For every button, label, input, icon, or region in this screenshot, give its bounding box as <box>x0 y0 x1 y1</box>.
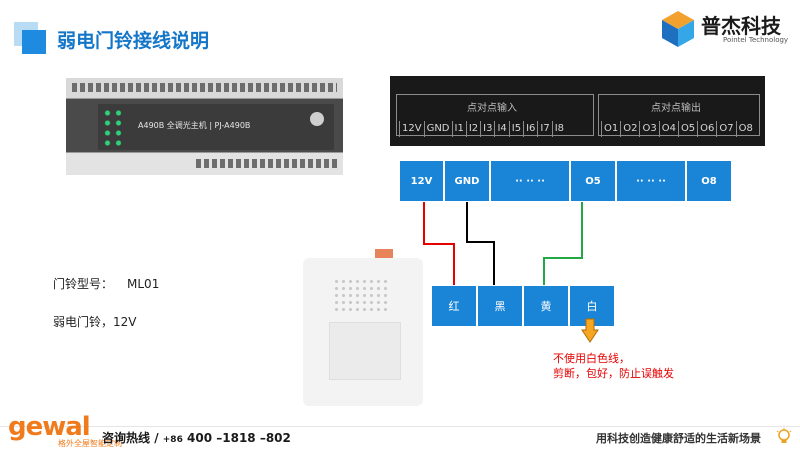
controller-device-image: A490B 全调光主机 | PJ-A490B <box>66 78 343 175</box>
model-label: 门铃型号： <box>53 277 114 291</box>
wire-black-box: 黑 <box>477 285 523 327</box>
brand-name-en: Pointel Technology <box>723 36 789 44</box>
input-header: 点对点输入 <box>467 103 517 114</box>
terminal-pin: O1 <box>601 121 620 137</box>
doorbell-model: 门铃型号： ML01 <box>53 275 159 292</box>
hotline: 咨询热线 / +86 400 –1818 –802 <box>102 431 291 445</box>
terminal-pin: GND <box>423 121 452 137</box>
warning-line-1: 不使用白色线， <box>553 352 630 365</box>
terminal-gnd: GND <box>444 160 490 202</box>
controller-label: A490B 全调光主机 | PJ-A490B <box>138 121 251 130</box>
terminal-ellipsis-2: ·· ·· ·· <box>616 160 686 202</box>
terminal-pin: I7 <box>537 121 551 137</box>
hotline-label: 咨询热线 <box>102 431 151 445</box>
brand-logo: 普杰科技 Pointel Technology <box>657 8 789 52</box>
model-value: ML01 <box>127 277 160 291</box>
terminal-pin: 12V <box>399 121 424 137</box>
wire-red-box: 红 <box>431 285 477 327</box>
arrow-down-icon <box>581 318 599 343</box>
terminal-pin: I6 <box>523 121 537 137</box>
terminal-pin: O6 <box>697 121 716 137</box>
brand-cube-icon <box>662 11 694 47</box>
hotline-prefix: +86 <box>162 435 183 445</box>
warning-line-2: 剪断，包好，防止误触发 <box>553 367 674 380</box>
terminal-12v: 12V <box>399 160 444 202</box>
green-wire <box>543 202 583 285</box>
terminal-pin: I2 <box>465 121 480 137</box>
terminal-pin: I3 <box>480 121 494 137</box>
red-wire <box>423 202 455 285</box>
footer-slogan: 用科技创造健康舒适的生活新场景 <box>596 432 761 445</box>
output-header: 点对点输出 <box>651 103 701 114</box>
doorbell-image <box>303 249 423 406</box>
warning-note: 不使用白色线， 剪断，包好，防止误触发 <box>553 351 674 381</box>
terminal-o5: O5 <box>570 160 616 202</box>
terminal-pin: I4 <box>494 121 508 137</box>
terminal-pin: O5 <box>677 121 697 137</box>
title-icon <box>14 22 46 54</box>
terminal-pin: I8 <box>551 121 566 137</box>
terminal-pin: O3 <box>639 121 658 137</box>
status-leds <box>102 108 124 148</box>
terminal-ellipsis-1: ·· ·· ·· <box>490 160 570 202</box>
doorbell-spec: 弱电门铃，12V <box>53 315 137 329</box>
terminal-pin: O2 <box>620 121 639 137</box>
wire-yellow-box: 黄 <box>523 285 569 327</box>
terminal-o8: O8 <box>686 160 732 202</box>
bulb-icon <box>776 428 792 443</box>
terminal-pin: O8 <box>735 121 755 137</box>
hotline-number: 400 –1818 –802 <box>187 431 291 445</box>
page-title: 弱电门铃接线说明 <box>57 30 210 52</box>
terminal-pin: O7 <box>716 121 735 137</box>
terminal-pin: I1 <box>451 121 466 137</box>
controller-brand-mark <box>310 112 324 126</box>
footer-divider <box>0 426 800 427</box>
brand-name: 普杰科技 <box>701 14 781 38</box>
gewal-logo: gewal <box>8 412 91 442</box>
terminal-pin: I5 <box>508 121 523 137</box>
black-wire <box>466 202 495 285</box>
terminal-pin: O4 <box>658 121 678 137</box>
gewal-logo-subtitle: 格外全屋智能定制 <box>58 439 122 448</box>
